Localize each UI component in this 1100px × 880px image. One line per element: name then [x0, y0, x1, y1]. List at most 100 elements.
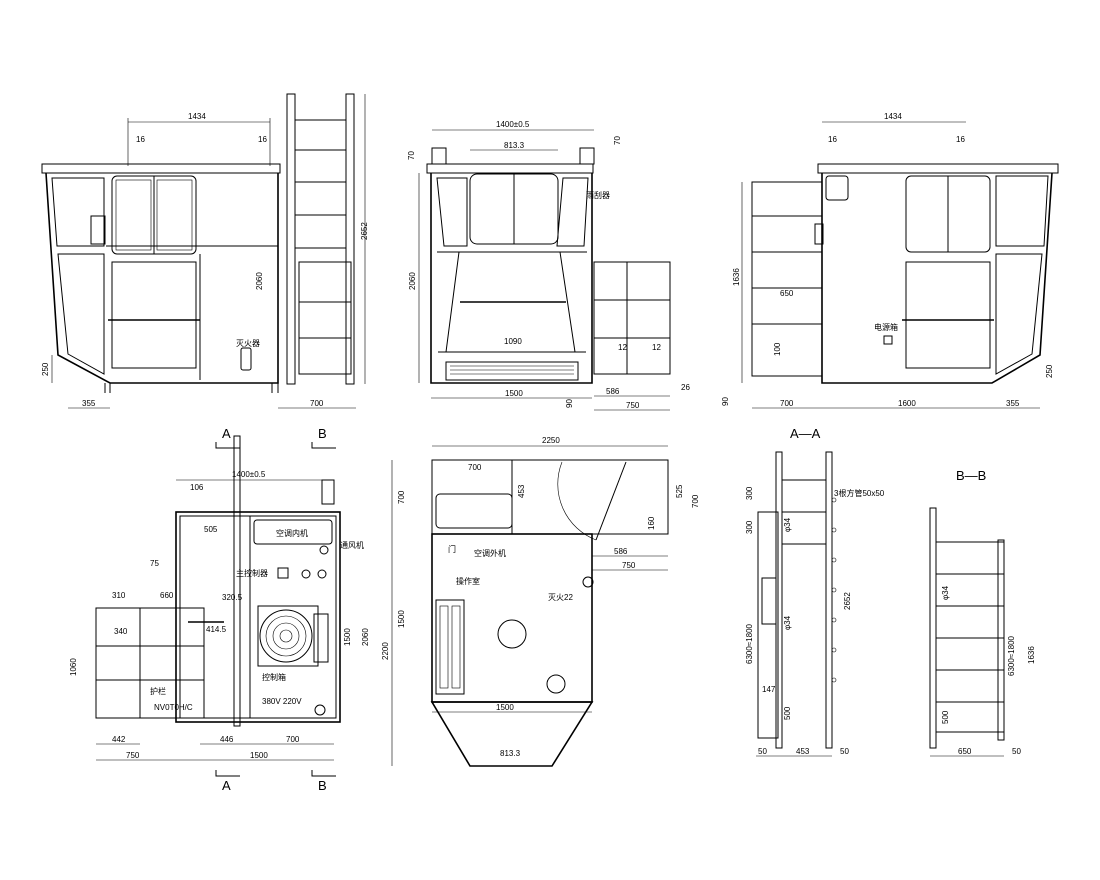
cut-marker-b-top: B: [318, 426, 327, 441]
dim-1090: 1090: [504, 337, 522, 346]
dim-147: 147: [762, 685, 776, 694]
dim-12-b: 12: [652, 343, 661, 352]
dim-12-a: 12: [618, 343, 627, 352]
dim-100-rear: 100: [773, 342, 782, 356]
railing-label: 护栏: [150, 686, 166, 696]
dim-90-rear: 90: [721, 397, 730, 406]
operator-label: 操作室: [456, 576, 480, 586]
dim-160: 160: [647, 516, 656, 530]
dim-1500-front: 1500: [505, 389, 523, 398]
dim-700-floor-v: 700: [397, 490, 406, 504]
dim-340: 340: [114, 627, 128, 636]
dim-700-floor-v2: 700: [691, 494, 700, 508]
dim-310: 310: [112, 591, 126, 600]
dim-750-front: 750: [626, 401, 640, 410]
dim-1434-right: 1434: [884, 112, 902, 121]
ac-outer-label: 空调外机: [474, 548, 506, 558]
dim-phi34-c: φ34: [941, 585, 950, 600]
dim-650-section: 650: [958, 747, 972, 756]
dim-75: 75: [150, 559, 159, 568]
dim-453-section: 453: [796, 747, 810, 756]
dim-106-plan: 106: [190, 483, 204, 492]
dim-90-front: 90: [565, 399, 574, 408]
dim-453-floor: 453: [517, 484, 526, 498]
roof-plan-view: 空调内机 505 通风机 主控制器 控制箱 380V 220V 护栏 NV0T0…: [69, 435, 370, 761]
pipe-spec-label: 3根方管50x50: [834, 488, 885, 498]
dim-300-a: 300: [745, 486, 754, 500]
dim-16-b: 16: [258, 135, 267, 144]
main-switch-label: 主控制器: [236, 568, 268, 578]
dim-414: 414.5: [206, 625, 227, 634]
door-label: 门: [448, 544, 456, 554]
dim-700-floor: 700: [468, 463, 482, 472]
dim-250-left: 250: [41, 362, 50, 376]
dim-1060: 1060: [69, 658, 78, 676]
dim-2250: 2250: [542, 436, 560, 445]
dim-300-b: 300: [745, 520, 754, 534]
dim-446: 446: [220, 735, 234, 744]
dim-16-d: 16: [956, 135, 965, 144]
dim-70-b: 70: [613, 136, 622, 145]
dim-1500-floor-v: 1500: [397, 610, 406, 628]
front-elevation-center: 1090 雨刮器 1400±0.5 813.3 70 70 2060 1500 …: [407, 120, 690, 411]
dim-442: 442: [112, 735, 126, 744]
dim-750-plan: 750: [126, 751, 140, 760]
dim-1636-section: 1636: [1027, 646, 1036, 664]
dim-1600-rear: 1600: [898, 399, 916, 408]
dim-813-floor: 813.3: [500, 749, 521, 758]
section-b-b-view: φ34 500 6300≈1800 1636 650 50: [929, 507, 1036, 757]
dim-50-b: 50: [840, 747, 849, 756]
dim-6300-b: 6300≈1800: [1007, 635, 1016, 676]
dim-586-front: 586: [606, 387, 620, 396]
dim-500-a: 500: [783, 706, 792, 720]
wiper-label: 雨刮器: [586, 190, 610, 200]
dim-700-plan: 700: [286, 735, 300, 744]
voltage2-label: NV0T0H/C: [154, 703, 193, 712]
dim-660: 660: [160, 591, 174, 600]
dim-16-a: 16: [136, 135, 145, 144]
dim-750-floor: 750: [622, 561, 636, 570]
dim-250-rear: 250: [1045, 364, 1054, 378]
cut-marker-a-bottom: A: [222, 778, 231, 793]
dim-phi34-a: φ34: [783, 517, 792, 532]
dim-26-front: 26: [681, 383, 690, 392]
dim-355-left: 355: [82, 399, 96, 408]
dim-70-a: 70: [407, 151, 416, 160]
dim-700-left: 700: [310, 399, 324, 408]
fire22-label: 灭火22: [548, 593, 573, 602]
floor-plan-view: 2250 操作室 空调外机 灭火22 门 700 700 453 1500 22…: [381, 436, 700, 767]
dim-505-plan: 505: [204, 525, 218, 534]
dim-1636-right: 1636: [732, 268, 741, 286]
dim-50-a: 50: [758, 747, 767, 756]
rear-elevation-right: 电源箱 1434 16 16 1636 650 100 90 700 1600 …: [721, 112, 1059, 409]
dim-1434-left: 1434: [188, 112, 206, 121]
dim-1500-floor: 1500: [496, 703, 514, 712]
dim-320: 320.5: [222, 593, 243, 602]
dim-500-b: 500: [941, 710, 950, 724]
ventilator-label: 通风机: [340, 540, 364, 550]
dim-2060-left: 2060: [255, 272, 264, 290]
extinguisher-label: 灭火器: [236, 339, 260, 348]
dim-1500-plan: 1500: [250, 751, 268, 760]
dim-2060-plan: 2060: [361, 628, 370, 646]
cut-marker-a-top: A: [222, 426, 231, 441]
voltage-label: 380V 220V: [262, 697, 302, 706]
dim-1400-plan: 1400±0.5: [232, 470, 266, 479]
dim-2652-section: 2652: [843, 592, 852, 610]
dim-50-c: 50: [1012, 747, 1021, 756]
dim-586-floor: 586: [614, 547, 628, 556]
ac-inner-label: 空调内机: [276, 528, 308, 538]
dim-813-top: 813.3: [504, 141, 525, 150]
dim-1500-plan-v: 1500: [343, 628, 352, 646]
dim-525: 525: [675, 484, 684, 498]
dim-16-c: 16: [828, 135, 837, 144]
cut-marker-b-bottom: B: [318, 778, 327, 793]
dim-2652-left: 2652: [360, 222, 369, 240]
front-elevation-left: 灭火器 1434 16 16 355 700 2652 2060 250: [41, 93, 369, 409]
dim-650-rear: 650: [780, 289, 794, 298]
dim-1400-top: 1400±0.5: [496, 120, 530, 129]
dim-2060-center: 2060: [408, 272, 417, 290]
power-box-label: 电源箱: [874, 322, 898, 332]
section-label-a-a: A—A: [790, 426, 821, 441]
